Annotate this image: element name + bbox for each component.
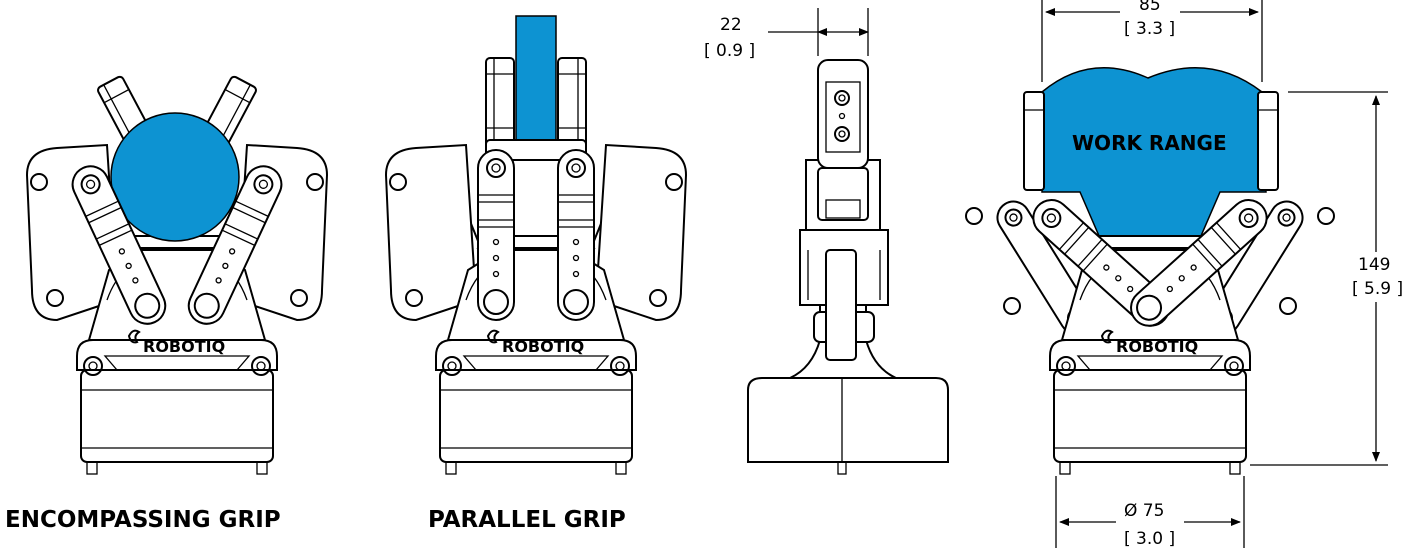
encompassing-grip-caption: ENCOMPASSING GRIP bbox=[5, 507, 281, 533]
base-diameter-value: Ø 75 bbox=[1124, 501, 1164, 521]
work-width-inches: [ 3.3 ] bbox=[1124, 19, 1175, 39]
robotiq-logo: ROBOTIQ bbox=[143, 337, 225, 356]
fingertip-right bbox=[557, 57, 587, 149]
work-width-value: 85 bbox=[1139, 0, 1161, 15]
work-range-label: WORK RANGE bbox=[1072, 131, 1227, 155]
cylindrical-object bbox=[110, 112, 240, 242]
depth-dimension-inches: [ 0.9 ] bbox=[704, 41, 755, 61]
work-range-view: WORK RANGE ROBOTIQ 85 [ 3.3 ] 149 [ 5.9 … bbox=[965, 0, 1407, 548]
parallel-grip-caption: PARALLEL GRIP bbox=[428, 507, 626, 533]
side-profile-view: 22 [ 0.9 ] bbox=[704, 8, 949, 475]
parallel-grip-view: ROBOTIQ PARALLEL GRIP bbox=[384, 15, 688, 533]
fingertip-left bbox=[485, 57, 515, 149]
robotiq-logo: ROBOTIQ bbox=[1116, 337, 1198, 356]
work-height-value: 149 bbox=[1358, 255, 1390, 275]
depth-dimension-value: 22 bbox=[720, 15, 742, 35]
finger-link-right bbox=[557, 149, 595, 321]
finger-link-left bbox=[477, 149, 515, 321]
rectangular-object bbox=[515, 15, 557, 145]
base-diameter-inches: [ 3.0 ] bbox=[1124, 529, 1175, 548]
robotiq-logo: ROBOTIQ bbox=[502, 337, 584, 356]
encompassing-grip-view: ROBOTIQ ENCOMPASSING GRIP bbox=[5, 74, 329, 533]
work-height-inches: [ 5.9 ] bbox=[1352, 279, 1403, 299]
